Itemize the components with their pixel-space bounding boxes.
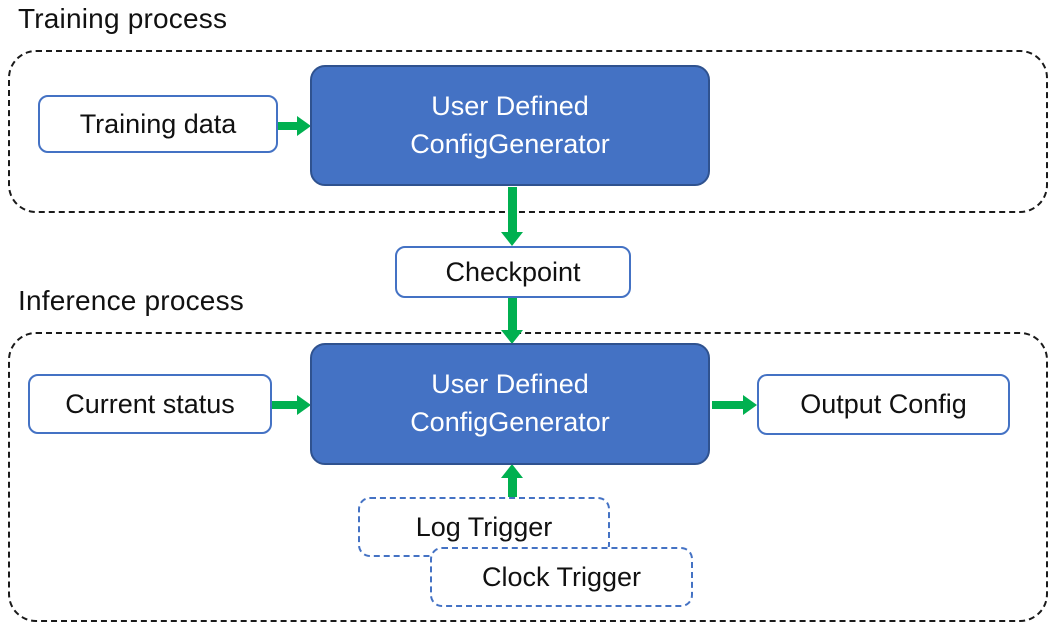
arrow-training-data-to-generator bbox=[277, 116, 311, 136]
arrowhead-right-icon bbox=[297, 395, 311, 415]
arrow-shaft bbox=[712, 401, 743, 409]
training-process-container bbox=[8, 50, 1048, 213]
log-trigger-label: Log Trigger bbox=[415, 511, 553, 542]
arrow-shaft bbox=[277, 122, 297, 130]
arrowhead-up-icon bbox=[501, 464, 523, 478]
current-status-box: Current status bbox=[28, 374, 272, 434]
training-process-label: Training process bbox=[18, 3, 228, 34]
arrow-shaft bbox=[507, 478, 517, 498]
arrow-shaft bbox=[272, 401, 297, 409]
output-config-box: Output Config bbox=[757, 374, 1010, 435]
arrow-generator-to-output-config bbox=[712, 395, 757, 415]
arrowhead-down-icon bbox=[501, 232, 523, 246]
clock-trigger-box: Clock Trigger bbox=[430, 547, 693, 607]
arrow-checkpoint-to-generator bbox=[501, 298, 523, 344]
training-configgenerator-line2: ConfigGenerator bbox=[410, 128, 610, 159]
current-status-label: Current status bbox=[65, 388, 235, 419]
arrowhead-right-icon bbox=[743, 395, 757, 415]
arrow-current-status-to-generator bbox=[272, 395, 311, 415]
arrow-triggers-to-generator bbox=[501, 464, 523, 498]
arrow-generator-to-checkpoint bbox=[501, 187, 523, 246]
arrowhead-right-icon bbox=[297, 116, 311, 136]
checkpoint-box: Checkpoint bbox=[395, 246, 631, 298]
inference-configgenerator-line1: User Defined bbox=[431, 369, 589, 400]
training-configgenerator-box: User Defined ConfigGenerator bbox=[310, 65, 710, 186]
inference-configgenerator-line2: ConfigGenerator bbox=[410, 407, 610, 437]
output-config-label: Output Config bbox=[800, 389, 967, 419]
arrowhead-down-icon bbox=[501, 330, 523, 344]
inference-configgenerator-box: User Defined ConfigGenerator bbox=[310, 343, 710, 465]
training-data-box: Training data bbox=[38, 95, 278, 153]
training-data-label: Training data bbox=[79, 108, 237, 139]
checkpoint-label: Checkpoint bbox=[445, 256, 581, 287]
arrow-shaft bbox=[507, 187, 517, 232]
arrow-shaft bbox=[507, 298, 517, 330]
inference-process-label: Inference process bbox=[18, 285, 244, 316]
training-configgenerator-line1: User Defined bbox=[431, 90, 589, 121]
inference-process-container bbox=[8, 332, 1048, 622]
clock-trigger-label: Clock Trigger bbox=[481, 561, 642, 592]
